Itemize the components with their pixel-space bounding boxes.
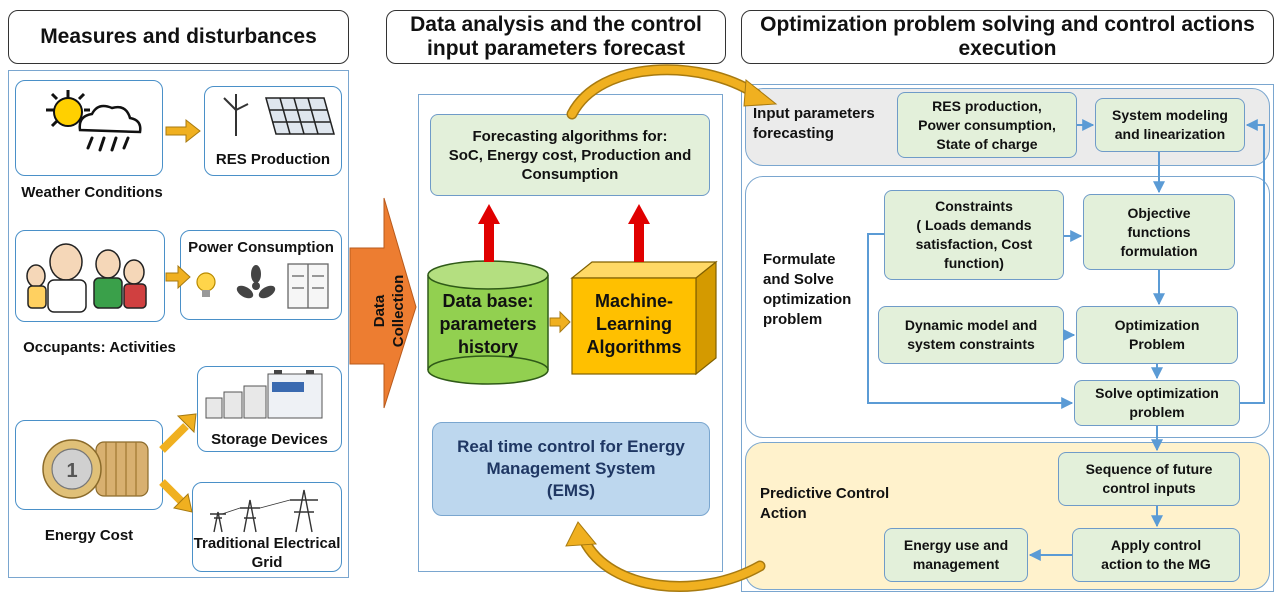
data-collection-arrow bbox=[349, 197, 417, 409]
fan-icon bbox=[236, 265, 276, 299]
dynamic-model-box: Dynamic model and system constraints bbox=[878, 306, 1064, 364]
optimization-problem-box: Optimization Problem bbox=[1076, 306, 1238, 364]
arrow-cost-to-storage-shaft bbox=[159, 423, 189, 453]
database-icon bbox=[427, 260, 549, 385]
system-modeling-box: System modeling and linearization bbox=[1095, 98, 1245, 152]
ems-label: Real time control for Energy Management … bbox=[457, 437, 685, 500]
grid-box bbox=[192, 482, 342, 572]
arrow-cost-to-grid-head bbox=[173, 493, 193, 513]
solar-panel-icon bbox=[265, 97, 335, 135]
formulate-label: Formulate and Solve optimization problem bbox=[763, 251, 852, 328]
energy-cost-label: Energy Cost bbox=[44, 527, 134, 544]
predictive-label: Predictive Control Action bbox=[760, 485, 890, 522]
arrow-cost-to-storage-head bbox=[176, 413, 197, 434]
arrow-ml-to-forecast bbox=[628, 204, 650, 262]
curved-arrow-top-head bbox=[743, 79, 778, 107]
arrow-cost-to-grid-shaft bbox=[159, 479, 185, 505]
ml-cube bbox=[570, 260, 718, 376]
arrow-weather-to-res bbox=[165, 118, 201, 144]
euro-coin-icon: 1 bbox=[42, 439, 149, 499]
res-parameters-box: RES production, Power consumption, State… bbox=[897, 92, 1077, 158]
res-production-label: RES Production bbox=[215, 151, 331, 168]
ml-label: Machine- Learning Algorithms bbox=[586, 291, 682, 357]
curved-arrow-bottom-head bbox=[565, 521, 598, 547]
header-optimization: Optimization problem solving and control… bbox=[741, 10, 1274, 64]
fridge-icon bbox=[287, 263, 329, 309]
feedback-solve-to-modeling bbox=[1240, 119, 1265, 404]
power-consumption-label: Power Consumption bbox=[188, 239, 334, 256]
bulb-icon bbox=[196, 272, 216, 297]
battery-icon bbox=[205, 370, 323, 419]
sun-cloud-icon bbox=[46, 90, 142, 152]
header-measures: Measures and disturbances bbox=[8, 10, 349, 64]
energy-use-box: Energy use and management bbox=[884, 528, 1028, 582]
data-collection-label: Data Collection bbox=[371, 274, 407, 348]
solve-box: Solve optimization problem bbox=[1074, 380, 1240, 426]
weather-label: Weather Conditions bbox=[21, 184, 163, 201]
ems-box bbox=[432, 422, 710, 516]
database-label: Data base: parameters history bbox=[439, 291, 537, 357]
loop-constraints-to-solve bbox=[867, 233, 1074, 409]
sequence-box: Sequence of future control inputs bbox=[1058, 452, 1240, 506]
storage-label: Storage Devices bbox=[211, 431, 328, 448]
constraints-box: Constraints ( Loads demands satisfaction… bbox=[884, 190, 1064, 280]
arrow-occupants-to-power bbox=[165, 264, 191, 290]
wind-turbine-icon bbox=[223, 94, 249, 136]
occupants-label: Occupants: Activities bbox=[23, 339, 176, 356]
family-icon bbox=[26, 243, 147, 313]
input-forecasting-label: Input parameters forecasting bbox=[753, 105, 875, 142]
apply-control-box: Apply control action to the MG bbox=[1072, 528, 1240, 582]
arrow-db-to-forecast bbox=[478, 204, 500, 262]
svg-text:1: 1 bbox=[66, 460, 77, 482]
arrow-db-to-ml bbox=[549, 310, 571, 334]
forecasting-box: Forecasting algorithms for: SoC, Energy … bbox=[430, 114, 710, 196]
header-analysis: Data analysis and the control input para… bbox=[386, 10, 726, 64]
grid-label: Traditional Electrical Grid bbox=[193, 535, 341, 571]
objective-box: Objective functions formulation bbox=[1083, 194, 1235, 270]
pylon-icon bbox=[210, 489, 318, 533]
